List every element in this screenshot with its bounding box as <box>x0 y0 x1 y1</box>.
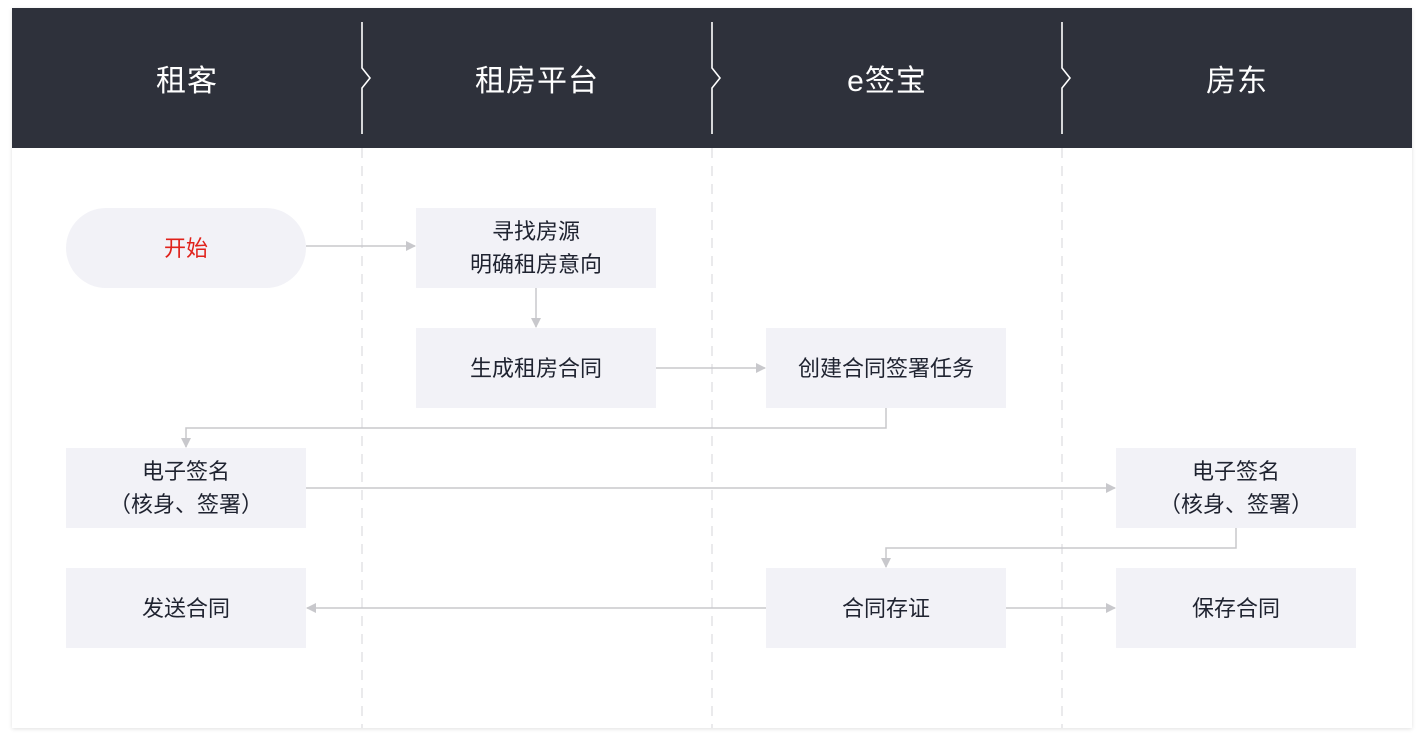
landlord-e-sign-line1: 电子签名 <box>1191 459 1280 484</box>
landlord-e-sign-line2: （核身、签署） <box>1158 492 1313 517</box>
generate-contract-node: 生成租房合同 <box>416 328 656 408</box>
lane-title-esign: e签宝 <box>847 65 927 98</box>
find-house-node: 寻找房源 明确租房意向 <box>416 208 656 288</box>
arrow-landlord-sign-to-evidence <box>881 528 1237 568</box>
create-sign-task-node: 创建合同签署任务 <box>766 328 1006 408</box>
lane-title-rental-platform: 租房平台 <box>475 65 599 98</box>
connectors <box>181 241 1237 613</box>
tenant-e-sign-node: 电子签名 （核身、签署） <box>66 448 306 528</box>
start-node-label: 开始 <box>163 235 208 261</box>
lane-title-landlord: 房东 <box>1206 65 1268 98</box>
send-contract-label: 发送合同 <box>141 595 230 621</box>
find-house-line1: 寻找房源 <box>491 219 580 244</box>
lane-title-tenant: 租客 <box>156 65 218 98</box>
save-contract-label: 保存合同 <box>1191 595 1280 621</box>
header-separator-1 <box>361 22 372 134</box>
arrow-create-task-to-tenant-sign <box>181 408 887 448</box>
tenant-e-sign-line1: 电子签名 <box>141 459 230 484</box>
landlord-e-sign-node: 电子签名 （核身、签署） <box>1116 448 1356 528</box>
header-lane-separators <box>361 22 1072 134</box>
create-sign-task-label: 创建合同签署任务 <box>797 355 974 381</box>
generate-contract-label: 生成租房合同 <box>469 355 602 381</box>
start-node: 开始 <box>66 208 306 288</box>
find-house-line2: 明确租房意向 <box>469 252 602 277</box>
lane-dividers <box>361 148 1063 728</box>
tenant-e-sign-line2: （核身、签署） <box>108 492 263 517</box>
header-separator-3 <box>1061 22 1072 134</box>
contract-evidence-label: 合同存证 <box>841 595 930 621</box>
send-contract-node: 发送合同 <box>66 568 306 648</box>
save-contract-node: 保存合同 <box>1116 568 1356 648</box>
header-separator-2 <box>711 22 722 134</box>
contract-evidence-node: 合同存证 <box>766 568 1006 648</box>
